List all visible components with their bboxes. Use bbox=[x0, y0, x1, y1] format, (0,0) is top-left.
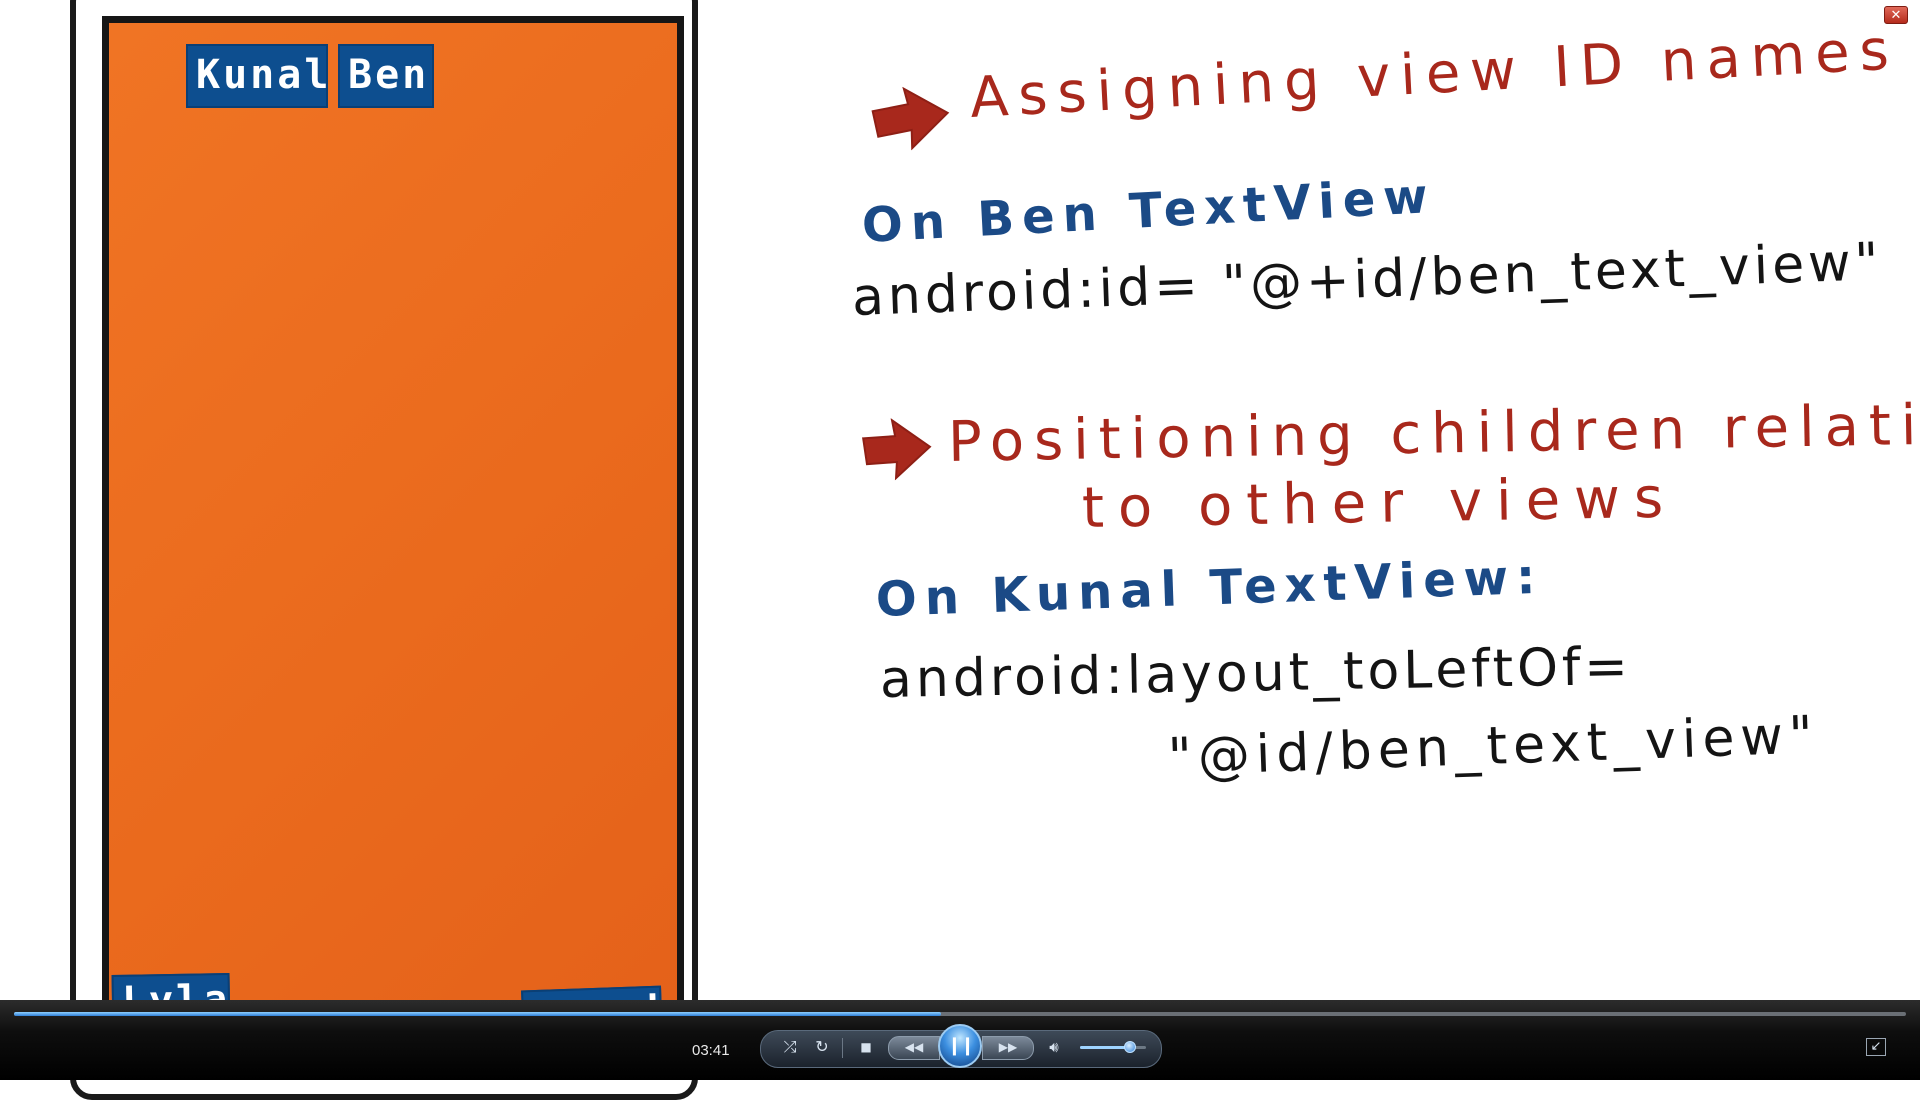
next-button[interactable]: ▶▶ bbox=[982, 1036, 1034, 1060]
heading-assigning-view-id-names: Assigning view ID names bbox=[968, 17, 1901, 131]
previous-button[interactable]: ◀◀ bbox=[888, 1036, 940, 1060]
stop-icon: ■ bbox=[860, 1040, 872, 1054]
seek-bar[interactable] bbox=[14, 1012, 1906, 1016]
volume-level bbox=[1080, 1046, 1130, 1049]
rewind-icon: ◀◀ bbox=[904, 1040, 924, 1054]
play-pause-button[interactable]: ❙❙ bbox=[938, 1024, 982, 1068]
volume-slider[interactable] bbox=[1080, 1046, 1146, 1049]
stop-button[interactable]: ■ bbox=[856, 1036, 876, 1058]
pause-icon: ❙❙ bbox=[946, 1035, 975, 1056]
code-ben-text-view-ref: "@id/ben_text_view" bbox=[1166, 705, 1820, 788]
elapsed-time: 03:41 bbox=[692, 1042, 730, 1059]
player-controls: 03:41 ⤮ ↻ ■ ◀◀ ❙❙ ▶▶ 🔊︎ ↙ bbox=[0, 1000, 1920, 1080]
red-arrow-icon bbox=[860, 416, 934, 483]
phone-screen bbox=[102, 16, 684, 1056]
switch-view-button[interactable]: ↙ bbox=[1866, 1038, 1886, 1056]
close-button[interactable]: ✕ bbox=[1884, 6, 1908, 24]
fast-forward-icon: ▶▶ bbox=[998, 1040, 1018, 1054]
mute-button[interactable]: 🔊︎ bbox=[1042, 1036, 1066, 1058]
ben-text-view: Ben bbox=[338, 44, 434, 108]
heading-positioning-children-relative: Positioning children relative bbox=[947, 391, 1920, 475]
seek-bar-progress bbox=[14, 1012, 942, 1016]
switch-view-icon: ↙ bbox=[1870, 1039, 1882, 1054]
kunal-text-view: Kunal bbox=[186, 44, 328, 108]
subheading-on-kunal-textview: On Kunal TextView: bbox=[875, 548, 1545, 628]
close-icon: ✕ bbox=[1890, 8, 1902, 23]
shuffle-icon: ⤮ bbox=[783, 1037, 797, 1056]
repeat-icon: ↻ bbox=[815, 1037, 829, 1056]
repeat-button[interactable]: ↻ bbox=[810, 1036, 834, 1058]
speaker-icon: 🔊︎ bbox=[1049, 1038, 1059, 1056]
red-arrow-icon bbox=[868, 81, 954, 155]
volume-slider-thumb[interactable] bbox=[1123, 1041, 1136, 1053]
shuffle-button[interactable]: ⤮ bbox=[778, 1036, 802, 1058]
subheading-on-ben-textview: On Ben TextView bbox=[860, 167, 1437, 254]
code-layout-toleftof: android:layout_toLeftOf= bbox=[879, 636, 1633, 710]
control-divider bbox=[842, 1038, 843, 1058]
heading-to-other-views: to other views bbox=[1081, 465, 1678, 541]
